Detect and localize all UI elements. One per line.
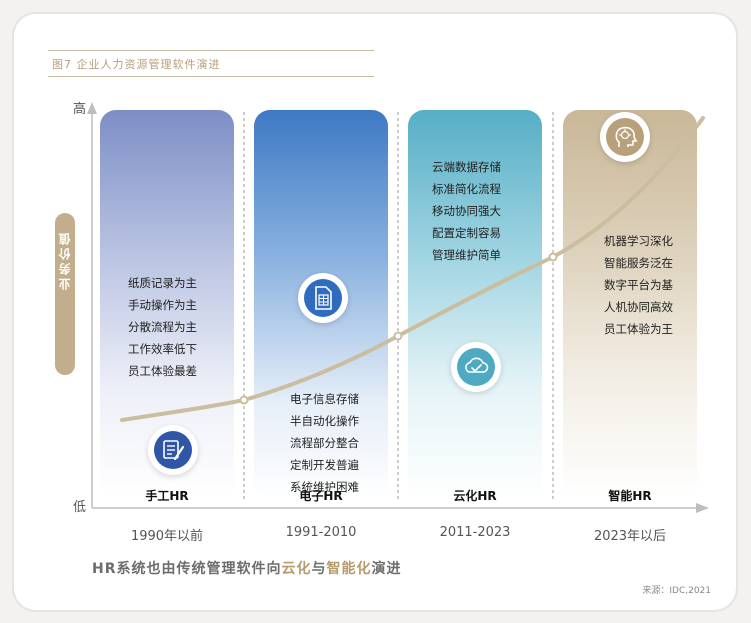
- desc-line: 工作效率低下: [128, 342, 197, 356]
- caption-mid: 与: [311, 561, 327, 577]
- ai-head-icon: [600, 112, 650, 162]
- curve-point-1: [239, 395, 249, 405]
- desc-line: 电子信息存储: [290, 392, 359, 406]
- document-pen-icon: [148, 425, 198, 475]
- desc-line: 半自动化操作: [290, 414, 359, 428]
- y-axis-pill: [55, 213, 75, 375]
- source-note: 来源：IDC,2021: [642, 586, 711, 596]
- caption-suffix: 演进: [371, 561, 402, 577]
- era-description-cloud: 云端数据存储 标准简化流程 移动协同强大 配置定制容易 管理维护简单: [432, 156, 501, 266]
- era-name-cloud: 云化HR: [453, 489, 497, 503]
- desc-line: 分散流程为主: [128, 320, 197, 334]
- y-axis-high-label: 高: [73, 102, 87, 117]
- title-rule-bottom: [48, 76, 374, 77]
- desc-line: 标准简化流程: [432, 182, 501, 196]
- era-name-intelligent: 智能HR: [608, 489, 652, 503]
- year-label-electronic: 1991-2010: [285, 525, 357, 540]
- x-axis-arrow: [696, 503, 709, 513]
- figure-caption: HR系统也由传统管理软件向云化与智能化演进: [92, 558, 402, 578]
- caption-prefix: HR系统也由传统管理软件向: [92, 561, 282, 577]
- era-column-cloud: [408, 110, 542, 500]
- value-curve: [120, 116, 705, 422]
- year-label-intelligent: 2023年以后: [593, 529, 667, 544]
- year-label-cloud: 2011-2023: [439, 525, 511, 540]
- desc-line: 员工体验为王: [604, 322, 673, 336]
- era-column-intelligent: [563, 110, 697, 500]
- desc-line: 管理维护简单: [432, 248, 501, 262]
- desc-line: 配置定制容易: [432, 226, 501, 240]
- desc-line: 员工体验最差: [128, 364, 197, 378]
- y-axis-title: 业务价值: [58, 230, 72, 290]
- era-description-manual: 纸质记录为主 手动操作为主 分散流程为主 工作效率低下 员工体验最差: [128, 272, 197, 382]
- cloud-sync-icon: [451, 342, 501, 392]
- desc-line: 数字平台为基: [604, 278, 673, 292]
- desc-line: 流程部分整合: [290, 436, 359, 450]
- desc-line: 定制开发普遍: [290, 458, 359, 472]
- y-axis-arrow: [87, 102, 97, 114]
- caption-highlight-intelligent: 智能化: [326, 561, 372, 577]
- desc-line: 云端数据存储: [432, 160, 501, 174]
- year-label-manual: 1990年以前: [130, 529, 204, 544]
- era-description-intelligent: 机器学习深化 智能服务泛在 数字平台为基 人机协同高效 员工体验为王: [604, 230, 673, 340]
- desc-line: 移动协同强大: [432, 204, 501, 218]
- desc-line: 智能服务泛在: [604, 256, 673, 270]
- caption-highlight-cloud: 云化: [281, 561, 312, 577]
- spreadsheet-file-icon: [298, 273, 348, 323]
- desc-line: 人机协同高效: [604, 300, 673, 314]
- era-description-electronic: 电子信息存储 半自动化操作 流程部分整合 定制开发普遍 系统维护困难: [290, 388, 359, 498]
- desc-line: 纸质记录为主: [128, 276, 197, 290]
- era-name-manual: 手工HR: [145, 489, 189, 503]
- title-rule-top: [48, 50, 374, 51]
- y-axis-low-label: 低: [73, 500, 87, 515]
- era-name-electronic: 电子HR: [299, 489, 343, 503]
- desc-line: 系统维护困难: [290, 480, 359, 494]
- desc-line: 机器学习深化: [604, 234, 673, 248]
- curve-point-3: [548, 252, 558, 262]
- figure-title: 图7 企业人力资源管理软件演进: [52, 58, 221, 71]
- desc-line: 手动操作为主: [128, 298, 197, 312]
- curve-point-2: [393, 331, 403, 341]
